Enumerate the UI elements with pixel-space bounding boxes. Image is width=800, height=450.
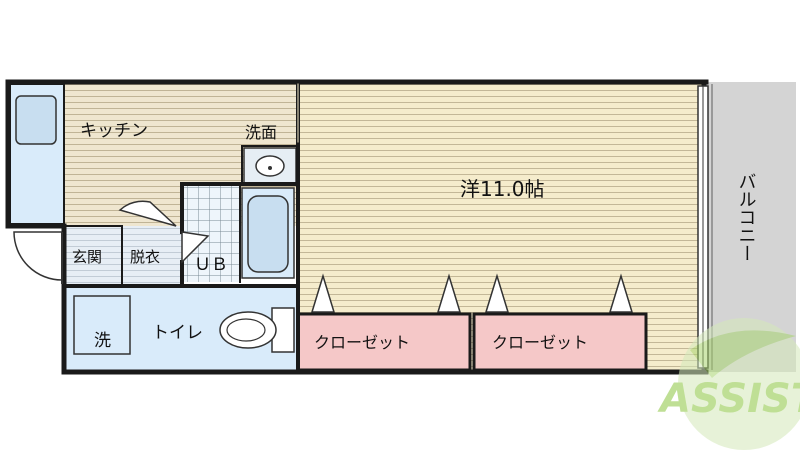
closet-left-label: クローゼット	[314, 333, 410, 352]
balcony-window	[697, 85, 709, 369]
kitchen-label: キッチン	[80, 121, 148, 141]
entrance-label: 玄関	[72, 248, 102, 266]
washbasin-label: 洗面	[245, 123, 277, 142]
balcony-label: バルコニー	[736, 172, 757, 262]
assist-logo: ASSIST	[657, 318, 800, 450]
toilet-fixture	[219, 307, 295, 353]
toilet-label: トイレ	[152, 323, 203, 343]
closet-left	[296, 312, 472, 372]
dressing-door-swing	[118, 200, 177, 227]
entrance-floor	[64, 226, 184, 284]
svg-text:ASSIST: ASSIST	[657, 376, 800, 422]
unit-bath-label: ＵＢ	[194, 255, 228, 275]
closet-right-label: クローゼット	[492, 333, 588, 352]
entrance-door-swing	[13, 231, 63, 281]
bath-door-swing	[181, 231, 210, 264]
dressing-label: 脱衣	[130, 248, 160, 266]
closet-door-markers	[310, 273, 634, 313]
closet-right	[472, 312, 648, 372]
western-room-label: 洋11.0帖	[460, 177, 545, 201]
kitchen-sink	[15, 95, 57, 145]
washer-pan	[73, 295, 131, 355]
washer-label: 洗	[94, 331, 111, 351]
